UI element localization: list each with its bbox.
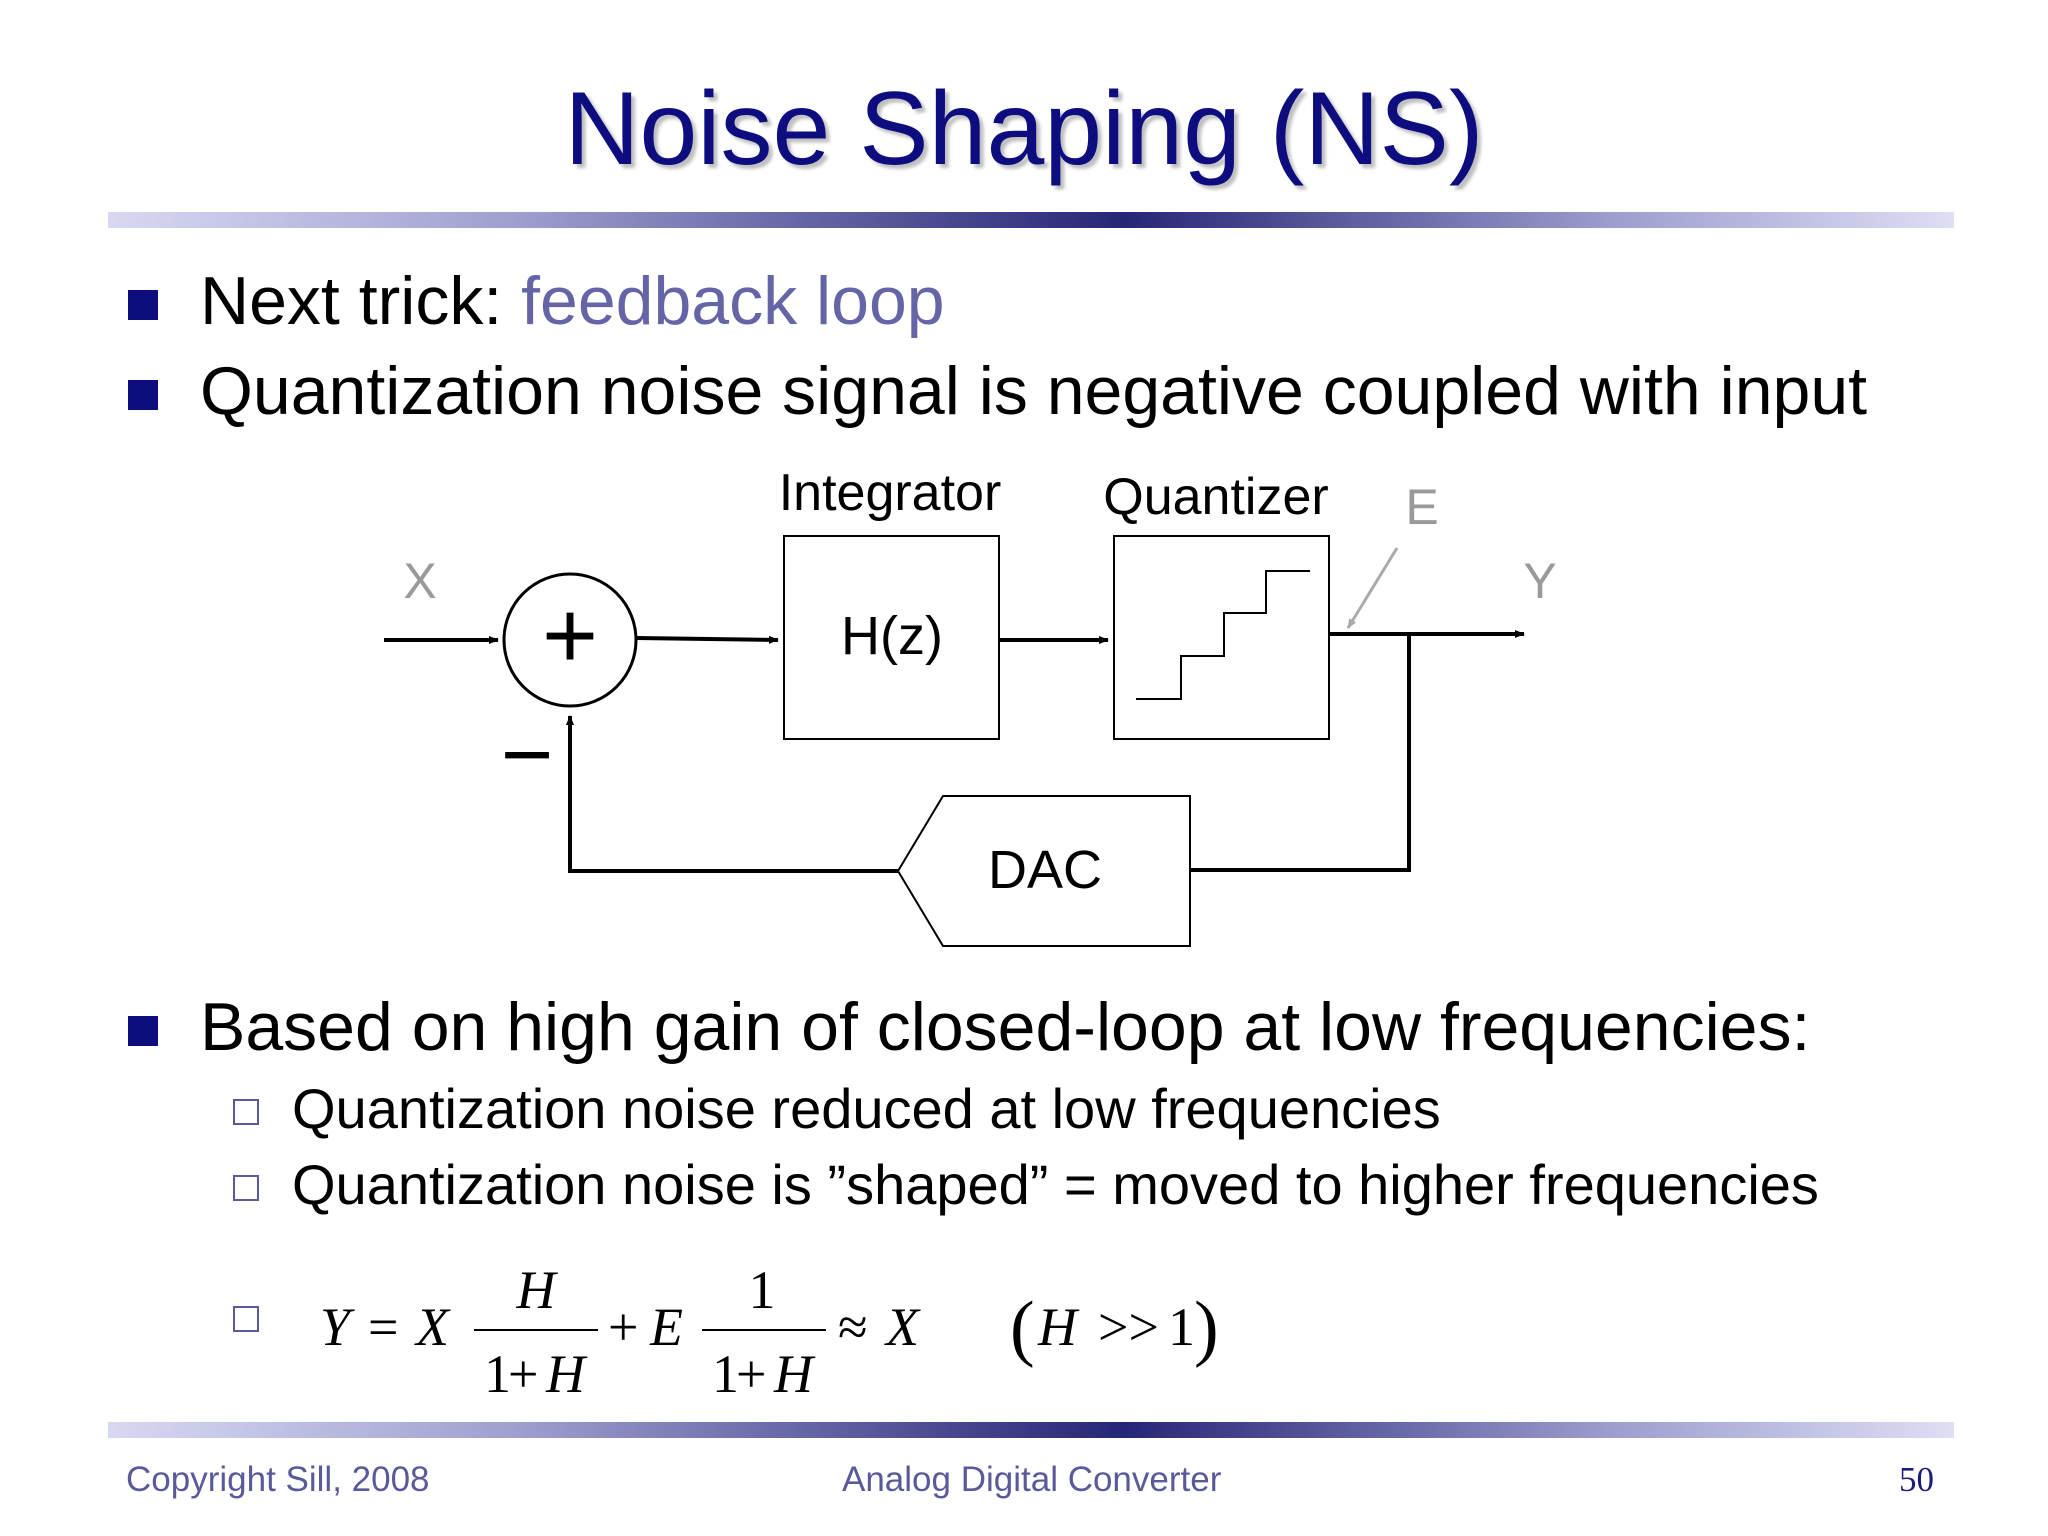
output-label-y: Y [1523, 553, 1556, 609]
title-divider [108, 212, 1954, 228]
subbullet-noise-shaped: Quantization noise is ”shaped” = moved t… [233, 1152, 1819, 1217]
eq-cond-h: H [1037, 1297, 1080, 1357]
quantizer-block [1113, 535, 1330, 740]
eq-frac2-num: 1 [749, 1260, 776, 1320]
dac-block [896, 795, 1191, 947]
eq-y: Y [320, 1297, 355, 1357]
subbullet-marker [233, 1175, 259, 1201]
noise-shaping-equation: Y = X H 1 + H + E 1 1 + H ≈ X ( H >> 1 ) [320, 1260, 1219, 1404]
error-label-e: E [1405, 479, 1438, 535]
feedback-wire-left [566, 715, 898, 873]
bullet-prefix: Next trick: [200, 263, 522, 339]
feedback-minus-sign: − [501, 705, 554, 805]
eq-rhs-x: X [884, 1297, 921, 1357]
bullet-high-gain: Based on high gain of closed-loop at low… [128, 988, 1811, 1066]
eq-equals: = [368, 1297, 398, 1357]
eq-frac2-den-h: H [773, 1344, 816, 1404]
eq-cond-one: 1 [1168, 1297, 1195, 1357]
integrator-block [783, 535, 1000, 740]
subbullet-marker [233, 1099, 259, 1125]
eq-e: E [649, 1297, 683, 1357]
eq-frac2-den-plus: + [736, 1344, 766, 1404]
footer-divider [108, 1422, 1954, 1438]
footer-copyright: Copyright Sill, 2008 [126, 1460, 430, 1499]
eq-frac1-num: H [516, 1260, 559, 1320]
bullet-text: Quantization noise signal is negative co… [200, 353, 1868, 429]
input-label-x: X [403, 553, 436, 609]
footer-course-title: Analog Digital Converter [842, 1460, 1222, 1499]
bullet-marker [128, 1016, 158, 1046]
integrator-title: Integrator [779, 464, 1002, 522]
subbullet-noise-reduced: Quantization noise reduced at low freque… [233, 1076, 1441, 1141]
eq-frac2-den-one: 1 [712, 1344, 739, 1404]
bullet-text: Based on high gain of closed-loop at low… [200, 989, 1811, 1065]
summing-plus-sign: + [542, 582, 598, 689]
error-injection-arrow [1346, 547, 1399, 629]
eq-cond-open: ( [1010, 1287, 1035, 1369]
eq-frac1-den-one: 1 [484, 1344, 511, 1404]
eq-frac1-den-h: H [545, 1344, 588, 1404]
quantizer-staircase-icon [1136, 570, 1310, 700]
page-number: 50 [1899, 1460, 1934, 1499]
bullet-feedback-loop: Next trick: feedback loop [128, 262, 945, 340]
bullet-negative-coupling: Quantization noise signal is negative co… [128, 352, 1868, 430]
summer-to-integrator-arrow [635, 635, 779, 644]
bullet-marker [128, 290, 158, 320]
eq-cond-close: ) [1194, 1287, 1219, 1369]
subbullet-text: Quantization noise is ”shaped” = moved t… [292, 1153, 1819, 1216]
subbullet-text: Quantization noise reduced at low freque… [292, 1077, 1441, 1140]
dac-label: DAC [988, 840, 1102, 900]
eq-approx: ≈ [838, 1297, 868, 1357]
integrator-transfer-function: H(z) [841, 606, 943, 666]
eq-cond-gg: >> [1098, 1297, 1159, 1357]
slide-title: Noise Shaping (NS) [564, 71, 1484, 187]
subbullet-marker-equation [233, 1306, 259, 1332]
bullet-highlight: feedback loop [521, 263, 945, 339]
eq-frac1-den-plus: + [508, 1344, 538, 1404]
bullet-marker [128, 380, 158, 410]
eq-plus: + [608, 1297, 638, 1357]
quantizer-title: Quantizer [1103, 468, 1328, 526]
eq-x: X [414, 1297, 451, 1357]
feedback-wire-right [1190, 634, 1411, 872]
